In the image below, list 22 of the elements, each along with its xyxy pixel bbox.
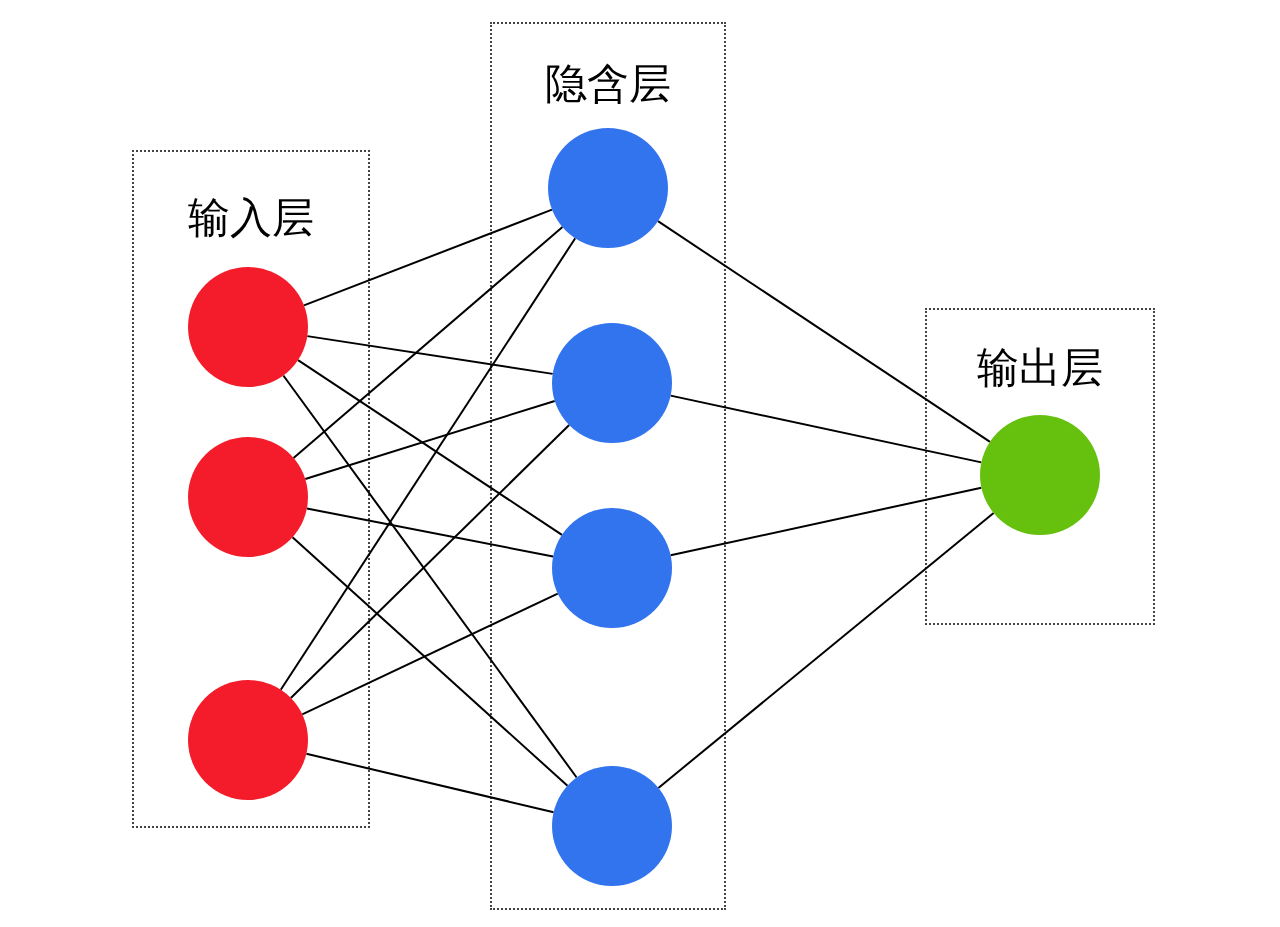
layer-title: 隐含层 bbox=[544, 58, 672, 110]
connection-line bbox=[669, 394, 983, 464]
layer-title: 输入层 bbox=[187, 192, 315, 244]
connection-line bbox=[669, 486, 983, 557]
connection-line bbox=[657, 220, 991, 443]
connection-line bbox=[297, 359, 563, 536]
connection-line bbox=[657, 512, 995, 789]
connection-line bbox=[289, 424, 571, 699]
layer-title: 输出层 bbox=[976, 342, 1104, 394]
connection-line bbox=[302, 208, 554, 307]
connection-line bbox=[304, 399, 556, 481]
connection-line bbox=[291, 536, 569, 787]
connection-line bbox=[305, 752, 555, 814]
layer-box bbox=[490, 22, 726, 910]
connection-line bbox=[305, 507, 555, 558]
connection-line bbox=[301, 592, 559, 716]
layer-box bbox=[132, 150, 370, 828]
connection-line bbox=[292, 226, 564, 459]
layer-box bbox=[925, 308, 1155, 625]
connection-line bbox=[279, 237, 577, 691]
connection-line bbox=[306, 335, 554, 375]
connection-line bbox=[282, 374, 578, 779]
